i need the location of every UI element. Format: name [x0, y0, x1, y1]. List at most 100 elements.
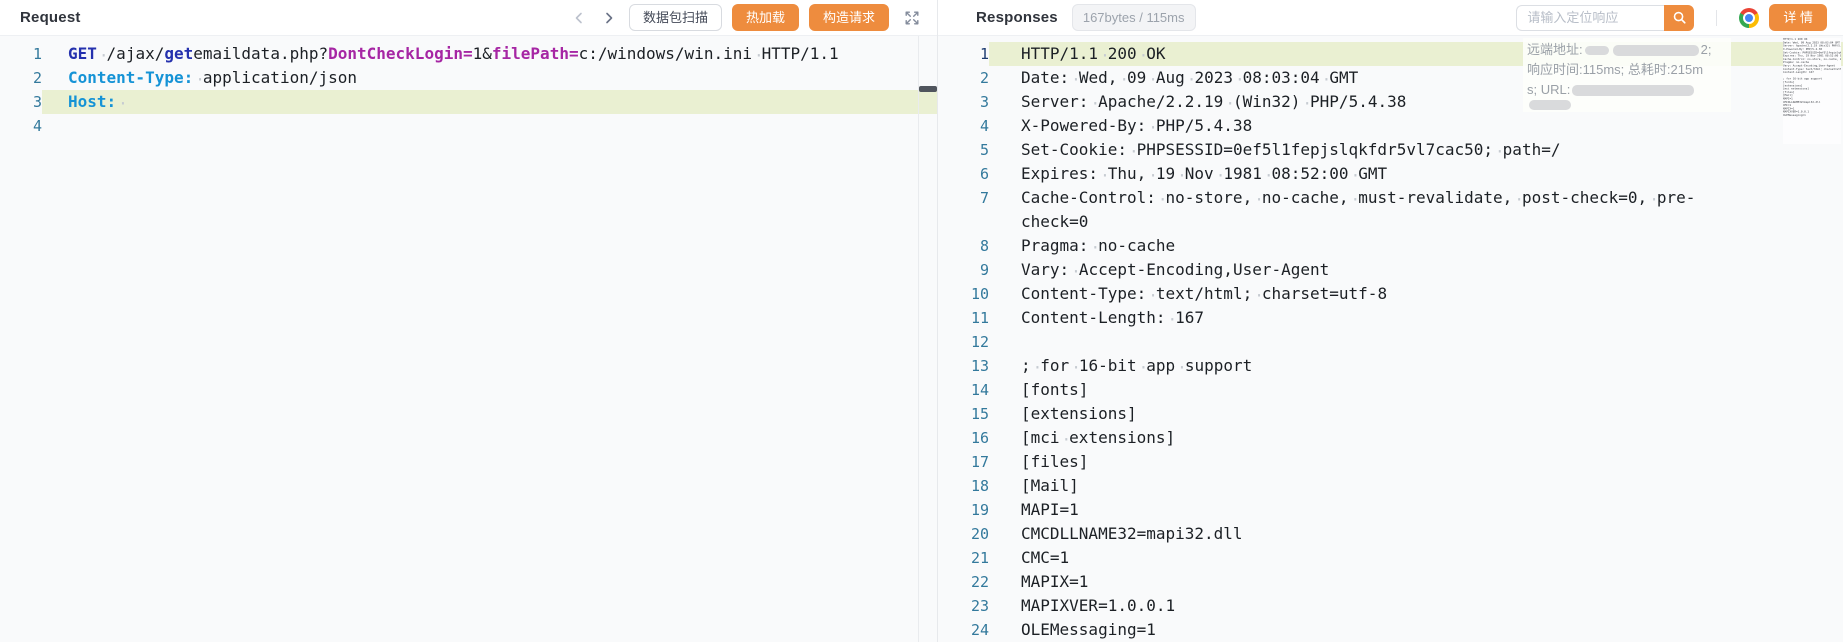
code-line[interactable]: 18[Mail] — [938, 474, 1843, 498]
whitespace-dot — [1493, 140, 1503, 159]
chrome-browser-icon[interactable] — [1739, 7, 1760, 28]
code-line[interactable]: 14[fonts] — [938, 378, 1843, 402]
locate-response-input[interactable] — [1516, 4, 1665, 31]
code-text: GET /ajax/getemaildata.php?DontCheckLogi… — [42, 42, 937, 66]
response-title: Responses — [976, 9, 1058, 26]
whitespace-dot — [116, 92, 126, 111]
code-line[interactable]: 12 — [938, 330, 1843, 354]
code-line[interactable]: 4X-Powered-By: PHP/5.4.38 — [938, 114, 1843, 138]
next-request-button[interactable] — [599, 8, 619, 28]
line-number: 4 — [979, 117, 989, 135]
hot-reload-button[interactable]: 热加载 — [731, 4, 799, 31]
code-text: Host: — [42, 90, 937, 114]
code-text: [Mail] — [1021, 476, 1079, 495]
whitespace-dot — [1647, 188, 1657, 207]
search-magnifier-icon — [1673, 11, 1686, 24]
code-text: Pragma: no-cache — [989, 234, 1843, 258]
line-number: 12 — [970, 333, 989, 351]
minimap[interactable]: HTTP/1.1 200 OK Date: Wed, 09 Aug 2023 0… — [1783, 38, 1841, 144]
line-number: 17 — [970, 453, 989, 471]
redacted-text — [1584, 45, 1609, 55]
url-line: s; URL: — [1527, 80, 1727, 100]
code-text: X-Powered-By: PHP/5.4.38 — [989, 114, 1843, 138]
whitespace-dot — [1349, 188, 1359, 207]
line-number: 3 — [979, 93, 989, 111]
whitespace-dot — [1166, 308, 1176, 327]
whitespace-dot — [1031, 356, 1041, 375]
whitespace-dot — [1156, 188, 1166, 207]
line-number: 14 — [970, 381, 989, 399]
line-number: 5 — [979, 141, 989, 159]
line-number: 4 — [32, 117, 42, 135]
whitespace-dot — [1137, 44, 1147, 63]
packet-scan-button[interactable]: 数据包扫描 — [628, 4, 722, 31]
line-number: 8 — [979, 237, 989, 255]
code-text: Set-Cookie: PHPSESSID=0ef5l1fepjslqkfdr5… — [989, 138, 1843, 162]
code-text: MAPI=1 — [1021, 500, 1079, 519]
code-text — [989, 330, 1843, 354]
line-number: 3 — [32, 93, 42, 111]
line-number: 10 — [970, 285, 989, 303]
line-number: 1 — [979, 45, 989, 63]
code-line[interactable]: 17[files] — [938, 450, 1843, 474]
whitespace-dot — [1262, 164, 1272, 183]
whitespace-dot — [1098, 44, 1108, 63]
whitespace-dot — [1146, 284, 1156, 303]
code-text: Vary: Accept-Encoding,User-Agent — [989, 258, 1843, 282]
whitespace-dot — [1127, 140, 1137, 159]
code-line[interactable]: 15 [extensions] — [938, 402, 1843, 426]
code-text: ; for 16-bit app support — [989, 354, 1843, 378]
chevron-left-icon — [575, 12, 582, 23]
line-number: 16 — [970, 429, 989, 447]
code-text: Content-Type: text/html; charset=utf-8 — [989, 282, 1843, 306]
whitespace-dot — [1069, 260, 1079, 279]
request-scrollbar-thumb[interactable] — [919, 86, 937, 92]
code-text: Date: Wed, 09 Aug 2023 08:03:04 GMT — [989, 66, 1843, 90]
prev-request-button[interactable] — [569, 8, 589, 28]
whitespace-dot — [1252, 188, 1262, 207]
response-search-group — [1516, 4, 1695, 31]
response-toolbar: 详 情 — [1516, 4, 1827, 31]
code-text: MAPIXVER=1.0.0.1 — [1021, 596, 1176, 615]
build-request-button[interactable]: 构造请求 — [808, 4, 889, 31]
line-number: 9 — [979, 261, 989, 279]
whitespace-dot — [1146, 164, 1156, 183]
whitespace-dot — [1069, 356, 1079, 375]
detail-button[interactable]: 详 情 — [1769, 4, 1827, 31]
code-text: Cache-Control: no-store, no-cache, must-… — [989, 186, 1843, 234]
code-line[interactable]: 4 — [0, 114, 937, 138]
whitespace-dot — [1320, 68, 1330, 87]
code-text: CMCDLLNAME32=mapi32.dll — [1021, 524, 1243, 543]
request-header: Request 数据包扫描 热加载 构造请求 — [0, 0, 937, 36]
code-text: [extensions] — [1021, 404, 1137, 423]
code-line[interactable]: 16[mci extensions] — [938, 426, 1843, 450]
toolbar-divider — [1716, 9, 1718, 26]
line-number: 15 — [970, 405, 989, 423]
line-number: 1 — [32, 45, 42, 63]
code-line[interactable]: 13; for 16-bit app support — [938, 354, 1843, 378]
expand-fullscreen-button[interactable] — [903, 9, 921, 27]
timing-text: 响应时间:115ms; 总耗时:215m — [1527, 62, 1704, 77]
search-button[interactable] — [1664, 4, 1695, 31]
